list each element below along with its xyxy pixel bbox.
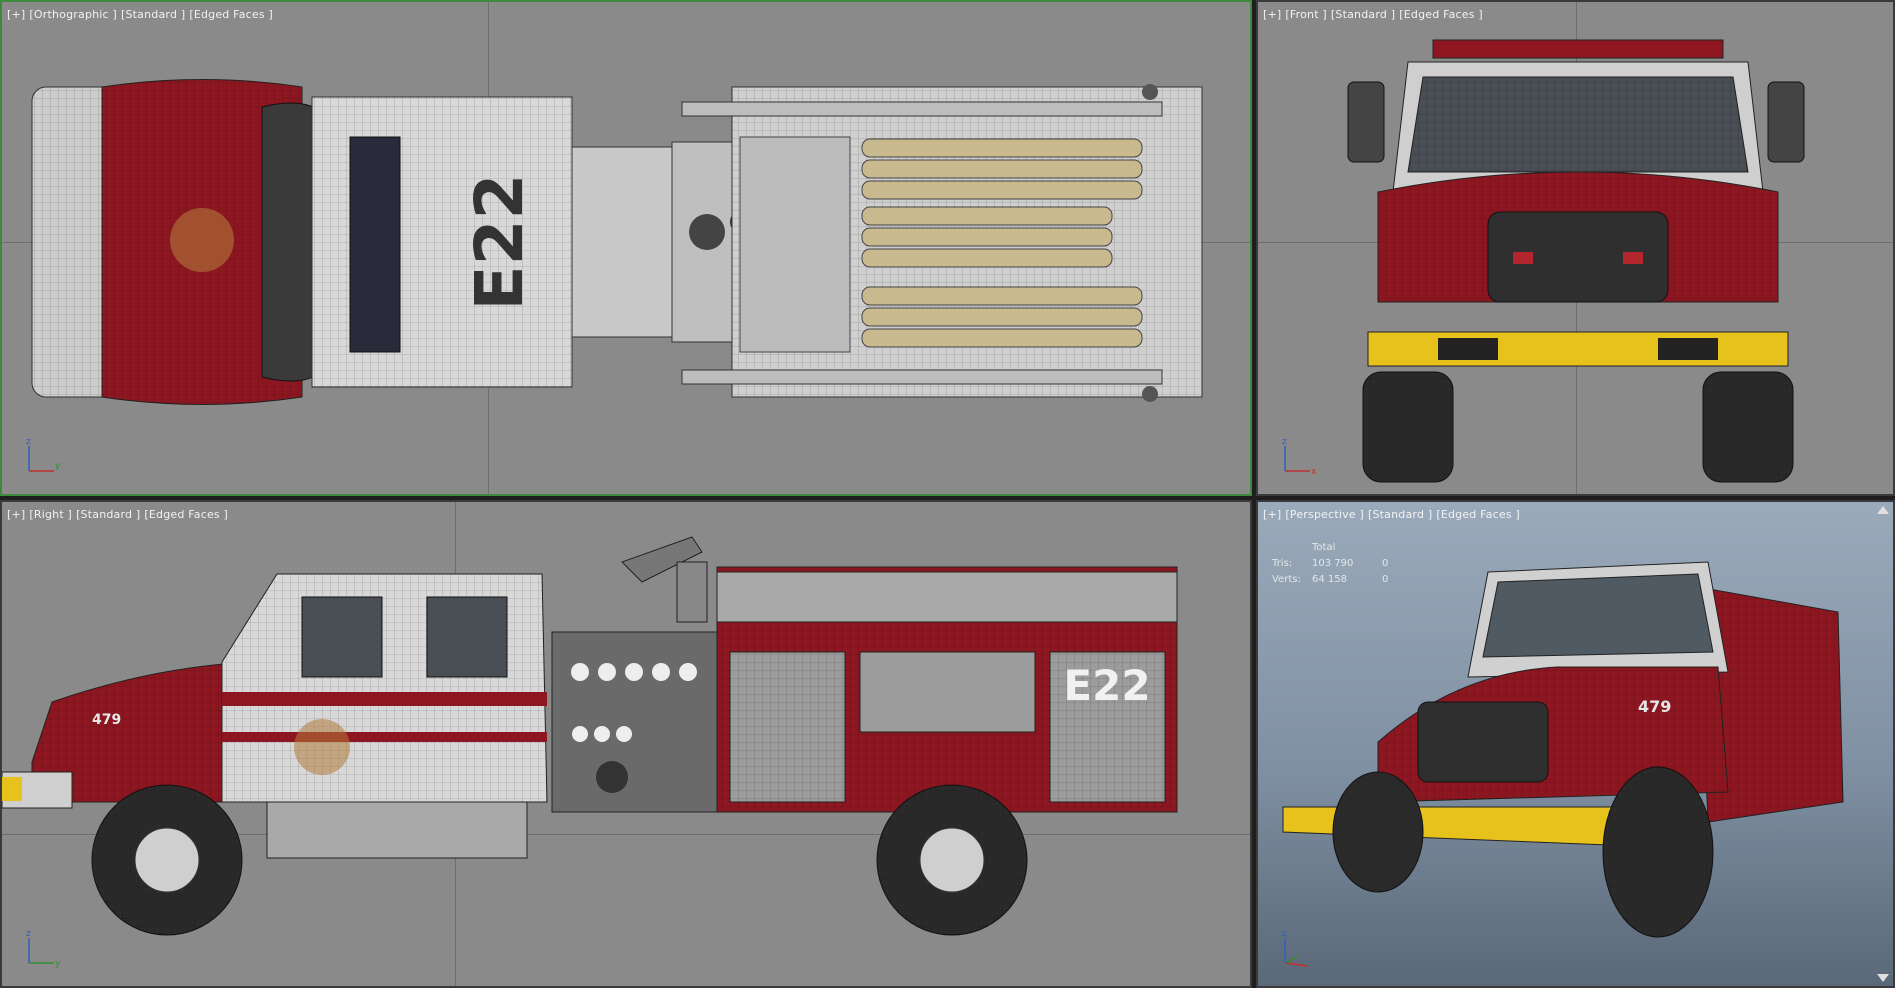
cab-number-perspective: 479	[1638, 697, 1671, 716]
tris-selected: 0	[1382, 558, 1389, 569]
display-mode-menu[interactable]: [Edged Faces ]	[1399, 8, 1483, 21]
compartment-doors	[729, 651, 1166, 803]
axis-x-label: x	[1311, 467, 1317, 476]
view-type-menu[interactable]: [Front ]	[1285, 8, 1327, 21]
viewport-menu-button[interactable]: [+]	[1263, 508, 1282, 521]
verts-label: Verts:	[1272, 574, 1301, 585]
viewport-top[interactable]: [+][Orthographic ] [Standard ][Edged Face…	[0, 0, 1252, 496]
truck-side-view: 479	[2, 536, 1178, 936]
unit-number-roof: E22	[461, 174, 538, 311]
scroll-down-arrow[interactable]	[1877, 974, 1889, 982]
shading-menu[interactable]: [Standard ]	[121, 8, 186, 21]
display-mode-menu[interactable]: [Edged Faces ]	[189, 8, 273, 21]
view-type-menu[interactable]: [Orthographic ]	[29, 8, 117, 21]
axis-z-label: z	[1282, 929, 1287, 939]
stats-header: Total	[1312, 542, 1336, 553]
viewport-menu-button[interactable]: [+]	[7, 8, 26, 21]
display-mode-menu[interactable]: [Edged Faces ]	[1436, 508, 1520, 521]
axis-z-label: z	[1282, 437, 1287, 447]
verts-selected: 0	[1382, 574, 1389, 585]
grid-line	[2, 834, 1250, 835]
display-mode-menu[interactable]: [Edged Faces ]	[144, 508, 229, 521]
axis-gizmo: y z	[26, 929, 61, 968]
tris-value: 103 790	[1312, 558, 1354, 569]
shading-menu[interactable]: [Standard ]	[76, 508, 141, 521]
verts-value: 64 158	[1312, 574, 1347, 585]
shading-menu[interactable]: [Standard ]	[1368, 508, 1433, 521]
viewport-label: [+][Right ][Standard ][Edged Faces ]	[7, 508, 232, 521]
truck-top-view: E22	[31, 79, 1203, 405]
tris-label: Tris:	[1272, 558, 1293, 569]
axis-z-label: z	[26, 929, 31, 939]
viewport-label: [+][Perspective ] [Standard ][Edged Faces…	[1263, 508, 1524, 521]
truck-front-view	[1347, 39, 1805, 483]
viewport-perspective[interactable]: [+][Perspective ] [Standard ][Edged Faces…	[1256, 500, 1895, 988]
viewport-label: [+][Front ][Standard ][Edged Faces ]	[1263, 8, 1487, 21]
cab-number-side: 479	[92, 712, 121, 728]
axis-gizmo: y z	[26, 437, 61, 472]
scroll-up-arrow[interactable]	[1877, 506, 1889, 514]
viewport-right[interactable]: [+][Right ][Standard ][Edged Faces ] 479	[0, 500, 1252, 988]
scene-statistics: Total Tris: 103 790 0 Verts: 64 158 0	[1272, 540, 1388, 588]
hose-bed	[861, 138, 1143, 348]
viewport-label: [+][Orthographic ] [Standard ][Edged Face…	[7, 8, 277, 21]
view-type-menu[interactable]: [Right ]	[29, 508, 73, 521]
viewport-front[interactable]: [+][Front ][Standard ][Edged Faces ]	[1256, 0, 1895, 496]
viewport-menu-button[interactable]: [+]	[1263, 8, 1282, 21]
axis-y-label: y	[55, 959, 61, 968]
view-type-menu[interactable]: [Perspective ]	[1285, 508, 1364, 521]
shading-menu[interactable]: [Standard ]	[1330, 8, 1396, 21]
axis-z-label: z	[26, 437, 31, 447]
pump-gauges	[571, 663, 697, 793]
axis-y-label: y	[55, 461, 61, 471]
unit-number-side: E22	[1063, 661, 1150, 710]
axis-gizmo: x z	[1282, 437, 1317, 476]
truck-perspective-view: 479	[1282, 561, 1844, 938]
axis-gizmo: z	[1282, 929, 1309, 967]
viewport-menu-button[interactable]: [+]	[7, 508, 26, 521]
